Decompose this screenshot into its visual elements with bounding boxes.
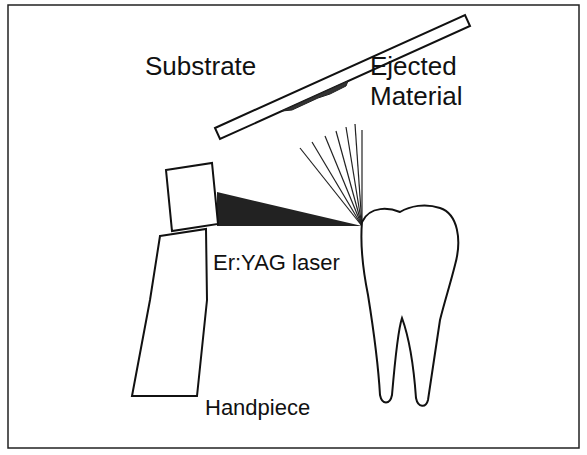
part-label: Handpiece: [205, 395, 310, 420]
laser-beam: [217, 192, 362, 226]
part-label: Ejected Material: [370, 52, 488, 112]
part-label: Er:YAG laser: [213, 250, 340, 275]
tooth: [361, 205, 458, 405]
ejected-plume: [300, 124, 362, 226]
frame: [8, 5, 579, 448]
handpiece: [132, 163, 218, 396]
part-label: Substrate: [145, 52, 256, 82]
